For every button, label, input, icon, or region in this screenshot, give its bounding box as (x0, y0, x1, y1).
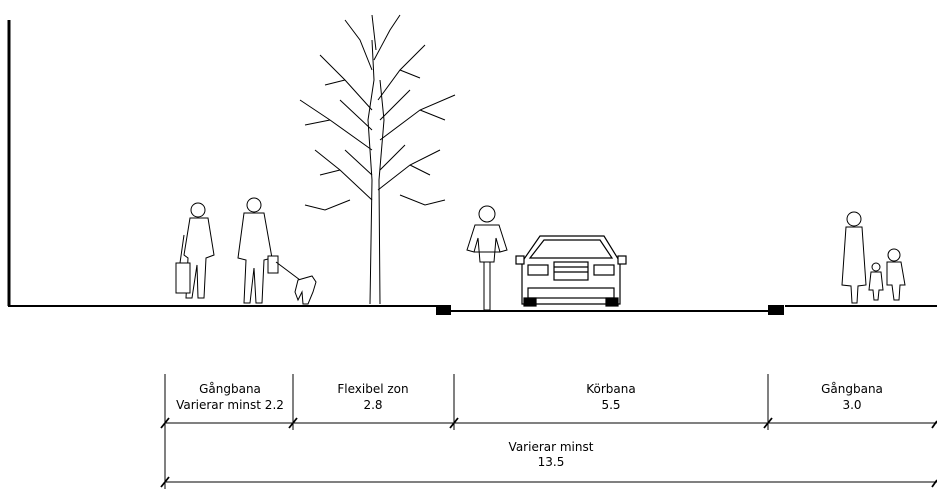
zone-3-label: Körbana (586, 382, 635, 396)
ground-line (8, 305, 937, 312)
curb-right (768, 305, 784, 315)
zone-2-label: Flexibel zon (337, 382, 408, 396)
family-pedestrians-icon (841, 211, 906, 304)
cyclist-icon (466, 205, 508, 311)
zone-4-value: 3.0 (842, 398, 861, 412)
zone-3-value: 5.5 (601, 398, 620, 412)
tree-illustration (299, 14, 456, 305)
pedestrian-with-dog-icon (237, 197, 317, 305)
zone-2-value: 2.8 (363, 398, 382, 412)
total-value: 13.5 (538, 455, 565, 469)
zone-4-label: Gångbana (821, 382, 883, 396)
pedestrian-with-bag-icon (175, 202, 215, 299)
dimension-lines (160, 374, 937, 489)
zone-1-label: Gångbana (199, 382, 261, 396)
car-icon (515, 235, 627, 307)
curb-left (436, 305, 451, 315)
total-label: Varierar minst (509, 440, 594, 454)
zone-1-value: Varierar minst 2.2 (176, 398, 284, 412)
